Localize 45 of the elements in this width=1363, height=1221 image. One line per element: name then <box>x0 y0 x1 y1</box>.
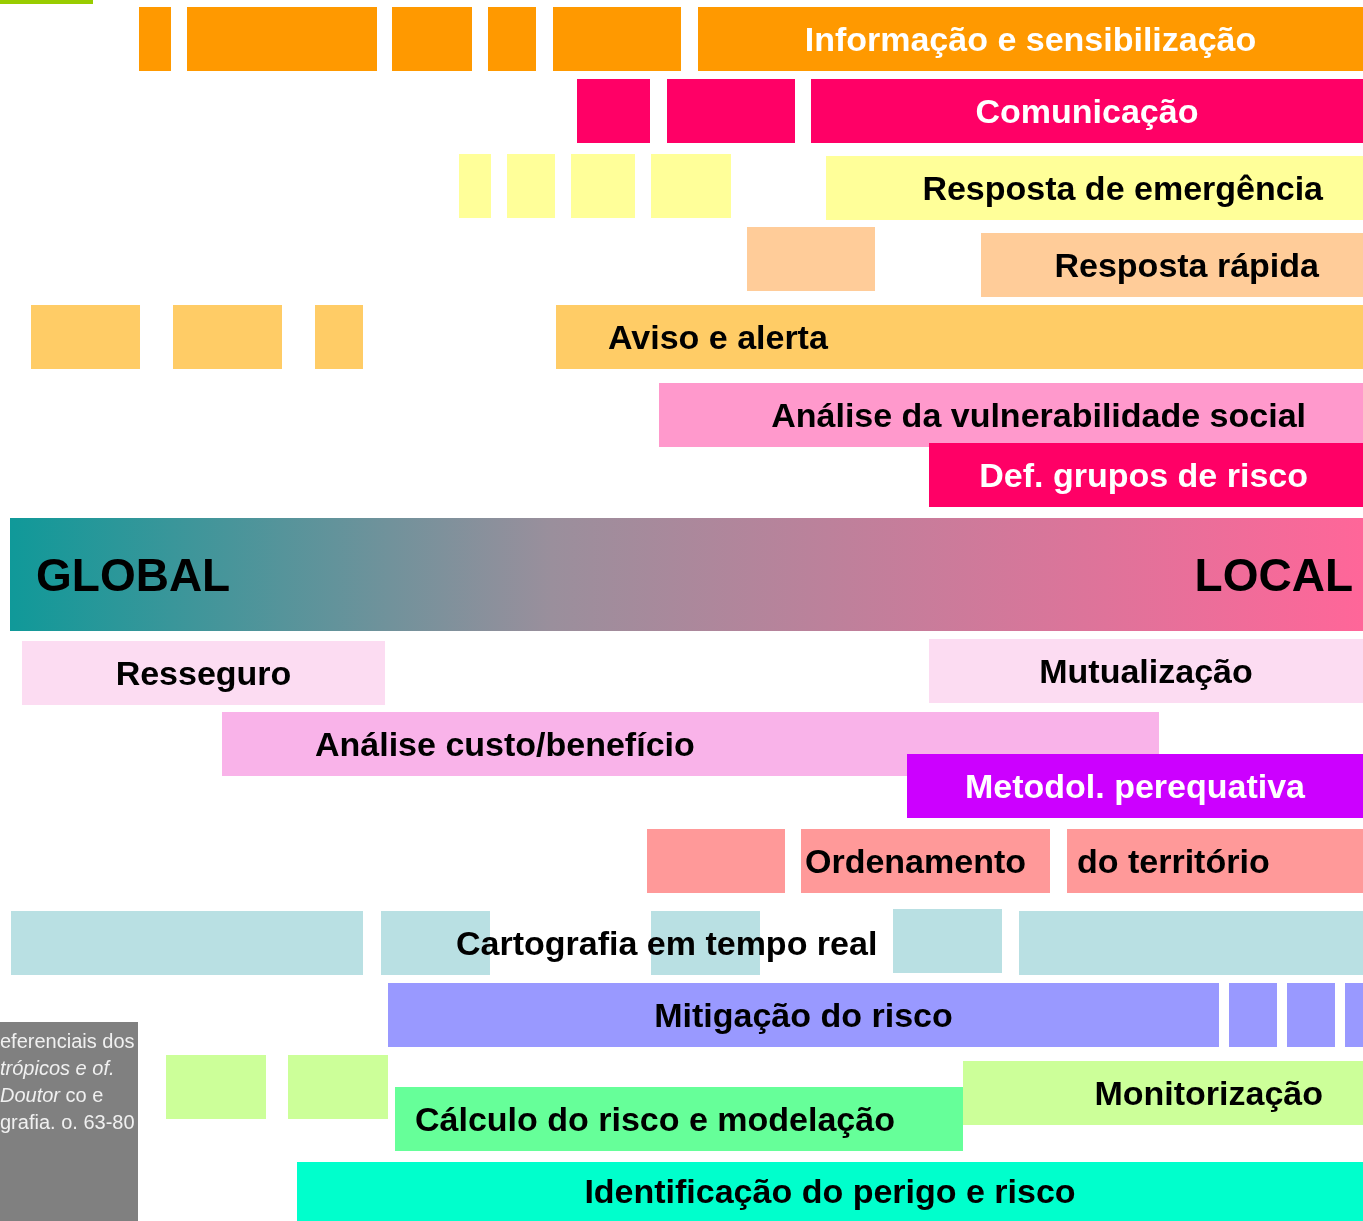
bar <box>577 79 650 143</box>
label-bar: Monitorização <box>963 1061 1363 1125</box>
label-bar: Mitigação do risco <box>388 983 1219 1047</box>
bar <box>288 1055 388 1119</box>
label-bar: Metodol. perequativa <box>907 754 1363 818</box>
bar <box>507 154 555 218</box>
bar <box>31 305 140 369</box>
bar <box>11 911 363 975</box>
bar <box>173 305 282 369</box>
label-bar: Def. grupos de risco <box>929 443 1363 507</box>
bar <box>187 7 377 71</box>
bar <box>1229 983 1277 1047</box>
bar <box>553 7 681 71</box>
bar <box>459 154 491 218</box>
scale-label: GLOBAL <box>36 547 231 602</box>
label-bar: Resseguro <box>22 641 385 705</box>
label-bar: Identificação do perigo e risco <box>297 1162 1363 1221</box>
bar-label: Cartografia em tempo real <box>456 924 878 963</box>
scale-label: LOCAL <box>1194 547 1353 602</box>
bar <box>651 154 731 218</box>
bar <box>647 829 785 893</box>
bar <box>1287 983 1335 1047</box>
label-bar: Comunicação <box>811 79 1363 143</box>
bar <box>139 7 171 71</box>
label-bar: Mutualização <box>929 639 1363 703</box>
label-bar: Ordenamento <box>801 829 1050 893</box>
label-bar: Análise da vulnerabilidade social <box>659 383 1363 447</box>
label-bar: do território <box>1067 829 1363 893</box>
label-bar: Aviso e alerta <box>556 305 1363 369</box>
bar <box>747 227 875 291</box>
label-bar: Informação e sensibilização <box>698 7 1363 71</box>
scale-bar <box>10 518 1363 631</box>
bar <box>1019 911 1363 975</box>
bar <box>667 79 795 143</box>
bar <box>1345 983 1363 1047</box>
label-bar: Cálculo do risco e modelação <box>395 1087 963 1151</box>
bar <box>315 305 363 369</box>
bar <box>571 154 635 218</box>
citation-box: eferenciais dos trópicos e of. Doutor co e grafia. o. 63-80 <box>0 1022 138 1221</box>
bar <box>166 1055 266 1119</box>
label-bar: Resposta de emergência <box>826 156 1363 220</box>
label-bar: Resposta rápida <box>981 233 1363 297</box>
bar <box>488 7 536 71</box>
bar <box>392 7 472 71</box>
bar <box>893 909 1002 973</box>
